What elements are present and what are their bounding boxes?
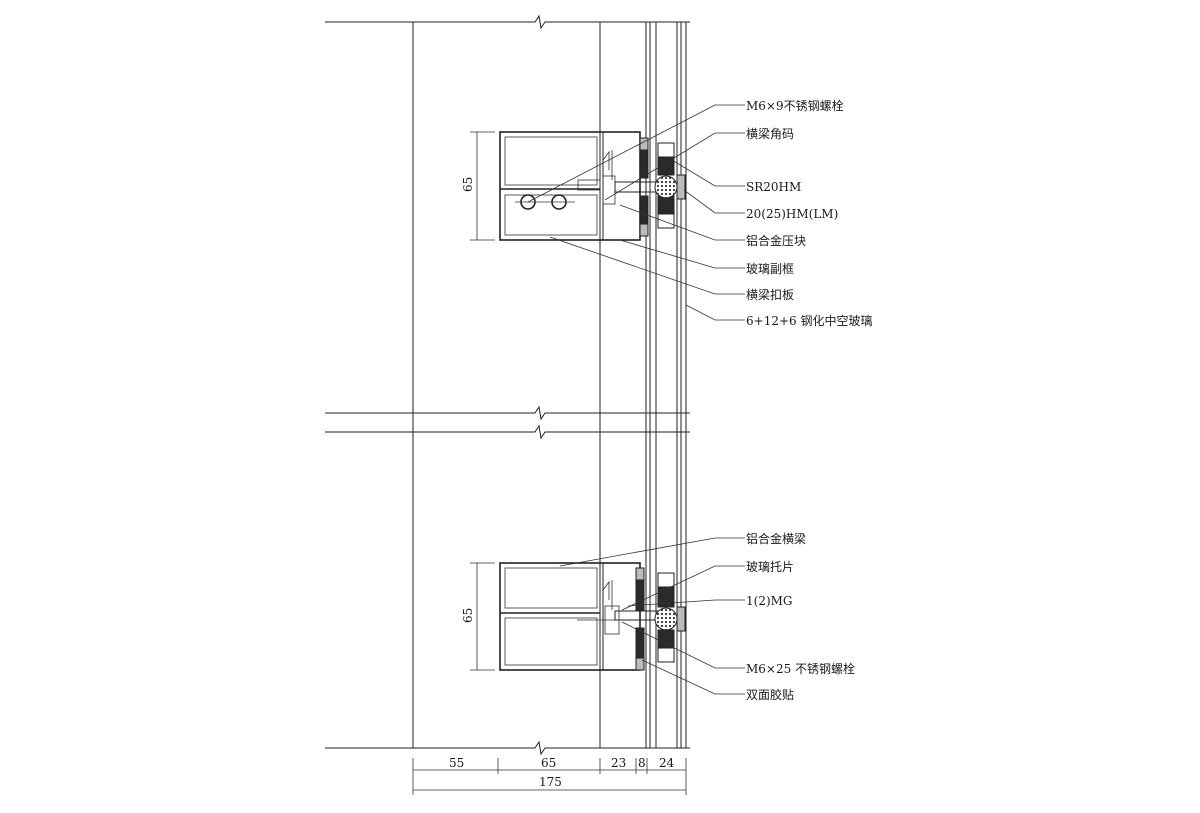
upper-transom-profile: [499, 131, 686, 241]
dim-23: 23: [611, 756, 626, 770]
upper-labels: M6×9不锈钢螺栓 横梁角码 SR20HM 20(25)HM(LM) 铝合金压块…: [746, 98, 872, 328]
label-m6x25-bolt: M6×25 不锈钢螺栓: [746, 661, 855, 676]
label-1-2-mg: 1(2)MG: [746, 594, 793, 608]
dim-24: 24: [659, 756, 675, 770]
dim-55: 55: [449, 756, 464, 770]
upper-height-value: 65: [461, 177, 475, 192]
label-transom-angle: 横梁角码: [746, 126, 794, 141]
label-sr20hm: SR20HM: [746, 180, 801, 194]
dim-8: 8: [638, 756, 646, 770]
lower-height-dimension: 65: [461, 562, 495, 671]
lower-labels: 铝合金横梁 玻璃托片 1(2)MG M6×25 不锈钢螺栓 双面胶贴: [746, 531, 855, 702]
break-lines: [325, 14, 690, 756]
label-aluminum-transom: 铝合金横梁: [746, 531, 806, 546]
dim-total-175: 175: [539, 775, 562, 789]
lower-transom-profile: [499, 562, 686, 671]
upper-height-dimension: 65: [461, 131, 495, 241]
dim-65: 65: [541, 756, 556, 770]
label-transom-cover: 横梁扣板: [746, 287, 794, 302]
label-glass-support: 玻璃托片: [746, 560, 794, 574]
label-glass-subframe: 玻璃副框: [746, 262, 794, 276]
vertical-structure-lines: [412, 22, 601, 748]
lower-height-value: 65: [461, 608, 475, 623]
bottom-dimensions: 55 65 23 8 24 175: [412, 756, 687, 795]
label-aluminum-pressure-block: 铝合金压块: [746, 233, 806, 248]
label-20-25-hm-lm: 20(25)HM(LM): [746, 207, 838, 221]
lower-leader-lines: [559, 537, 745, 695]
label-m6x9-bolt: M6×9不锈钢螺栓: [746, 98, 844, 113]
label-double-sided-tape: 双面胶贴: [746, 687, 794, 702]
upper-leader-lines: [527, 104, 745, 321]
label-insulated-glass: 6+12+6 钢化中空玻璃: [746, 313, 872, 328]
